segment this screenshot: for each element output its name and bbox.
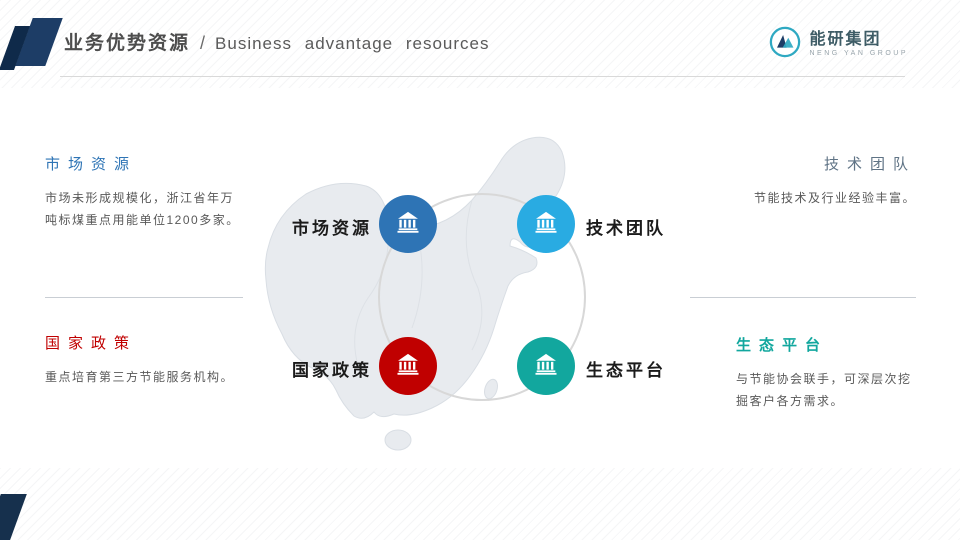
node-circle-tech: [517, 195, 575, 253]
page-title-separator: /: [200, 33, 206, 53]
node-label-policy: 国家政策: [292, 361, 372, 380]
diagonal-texture-bottom: [0, 468, 960, 540]
hainan-island: [384, 429, 412, 451]
page-title-zh: 业务优势资源: [64, 33, 191, 54]
node-circle-policy: [379, 337, 437, 395]
panel-eco-title: 生态平台: [736, 337, 829, 354]
page-title: 业务优势资源 / Business advantage resources: [64, 28, 490, 55]
bank-icon: [533, 209, 559, 240]
company-logo: 能研集团 NENG YAN GROUP: [769, 26, 908, 63]
node-label-tech: 技术团队: [586, 219, 666, 238]
panel-tech-body: 节能技术及行业经验丰富。: [753, 191, 916, 205]
page-title-en: Business advantage resources: [215, 34, 490, 53]
logo-mark-icon: [769, 26, 801, 63]
panel-eco-body: 与节能协会联手，可深层次挖掘客户各方需求。: [736, 372, 912, 408]
bottom-left-accent: [0, 494, 27, 540]
right-column-divider: [690, 297, 916, 298]
map-ring: [378, 193, 586, 401]
bank-icon: [395, 351, 421, 382]
left-column-divider: [45, 297, 243, 298]
panel-tech: 技术团队 节能技术及行业经验丰富。: [690, 153, 916, 210]
panel-market: 市场资源 市场未形成规模化，浙江省年万吨标煤重点用能单位1200多家。: [45, 153, 243, 231]
node-label-eco: 生态平台: [586, 361, 666, 380]
logo-company-name: 能研集团: [809, 30, 882, 48]
node-circle-market: [379, 195, 437, 253]
logo-company-name-en: NENG YAN GROUP: [809, 50, 908, 58]
panel-tech-title: 技术团队: [823, 156, 916, 173]
panel-policy-body: 重点培育第三方节能服务机构。: [45, 370, 235, 384]
panel-eco: 生态平台 与节能协会联手，可深层次挖掘客户各方需求。: [736, 334, 916, 412]
bank-icon: [533, 351, 559, 382]
panel-policy: 国家政策 重点培育第三方节能服务机构。: [45, 332, 243, 389]
panel-policy-title: 国家政策: [45, 335, 138, 352]
header-divider: [60, 76, 905, 77]
node-label-market: 市场资源: [292, 219, 372, 238]
node-circle-eco: [517, 337, 575, 395]
panel-market-title: 市场资源: [45, 156, 138, 173]
panel-market-body: 市场未形成规模化，浙江省年万吨标煤重点用能单位1200多家。: [45, 191, 240, 227]
bank-icon: [395, 209, 421, 240]
